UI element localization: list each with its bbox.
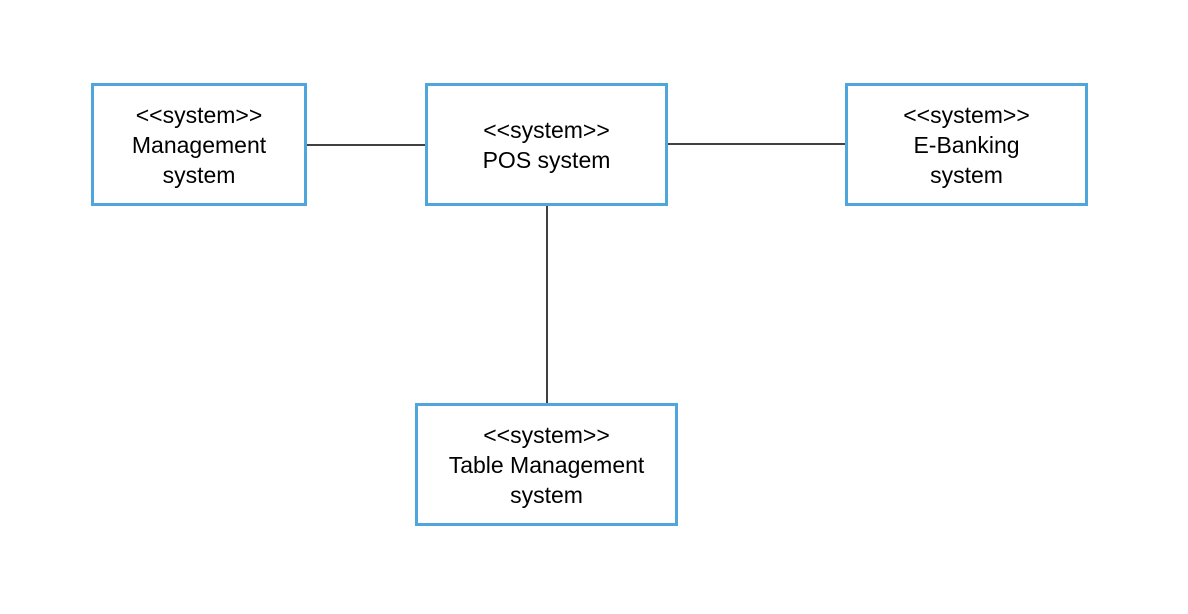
pos-system-name-line-1: POS system [482, 146, 611, 173]
pos-system-stereotype: <<system>> [483, 116, 610, 143]
management-system-name-line-2: system [162, 161, 236, 188]
management-system-name-line-1: Management [131, 131, 267, 158]
ebanking-system-node[interactable]: <<system>> E-Banking system [845, 83, 1088, 206]
ebanking-system-stereotype: <<system>> [903, 101, 1030, 128]
ebanking-system-name-line-2: system [930, 161, 1003, 188]
table-management-system-name-line-2: system [510, 481, 583, 508]
ebanking-system-name-line-1: E-Banking [913, 131, 1020, 158]
table-management-system-node[interactable]: <<system>> Table Management system [415, 403, 678, 526]
table-management-system-stereotype: <<system>> [483, 421, 610, 448]
management-system-node[interactable]: <<system>> Management system [91, 83, 307, 206]
management-system-stereotype: <<system>> [135, 101, 263, 128]
table-management-system-name-line-1: Table Management [448, 451, 645, 478]
pos-system-node[interactable]: <<system>> POS system [425, 83, 668, 206]
